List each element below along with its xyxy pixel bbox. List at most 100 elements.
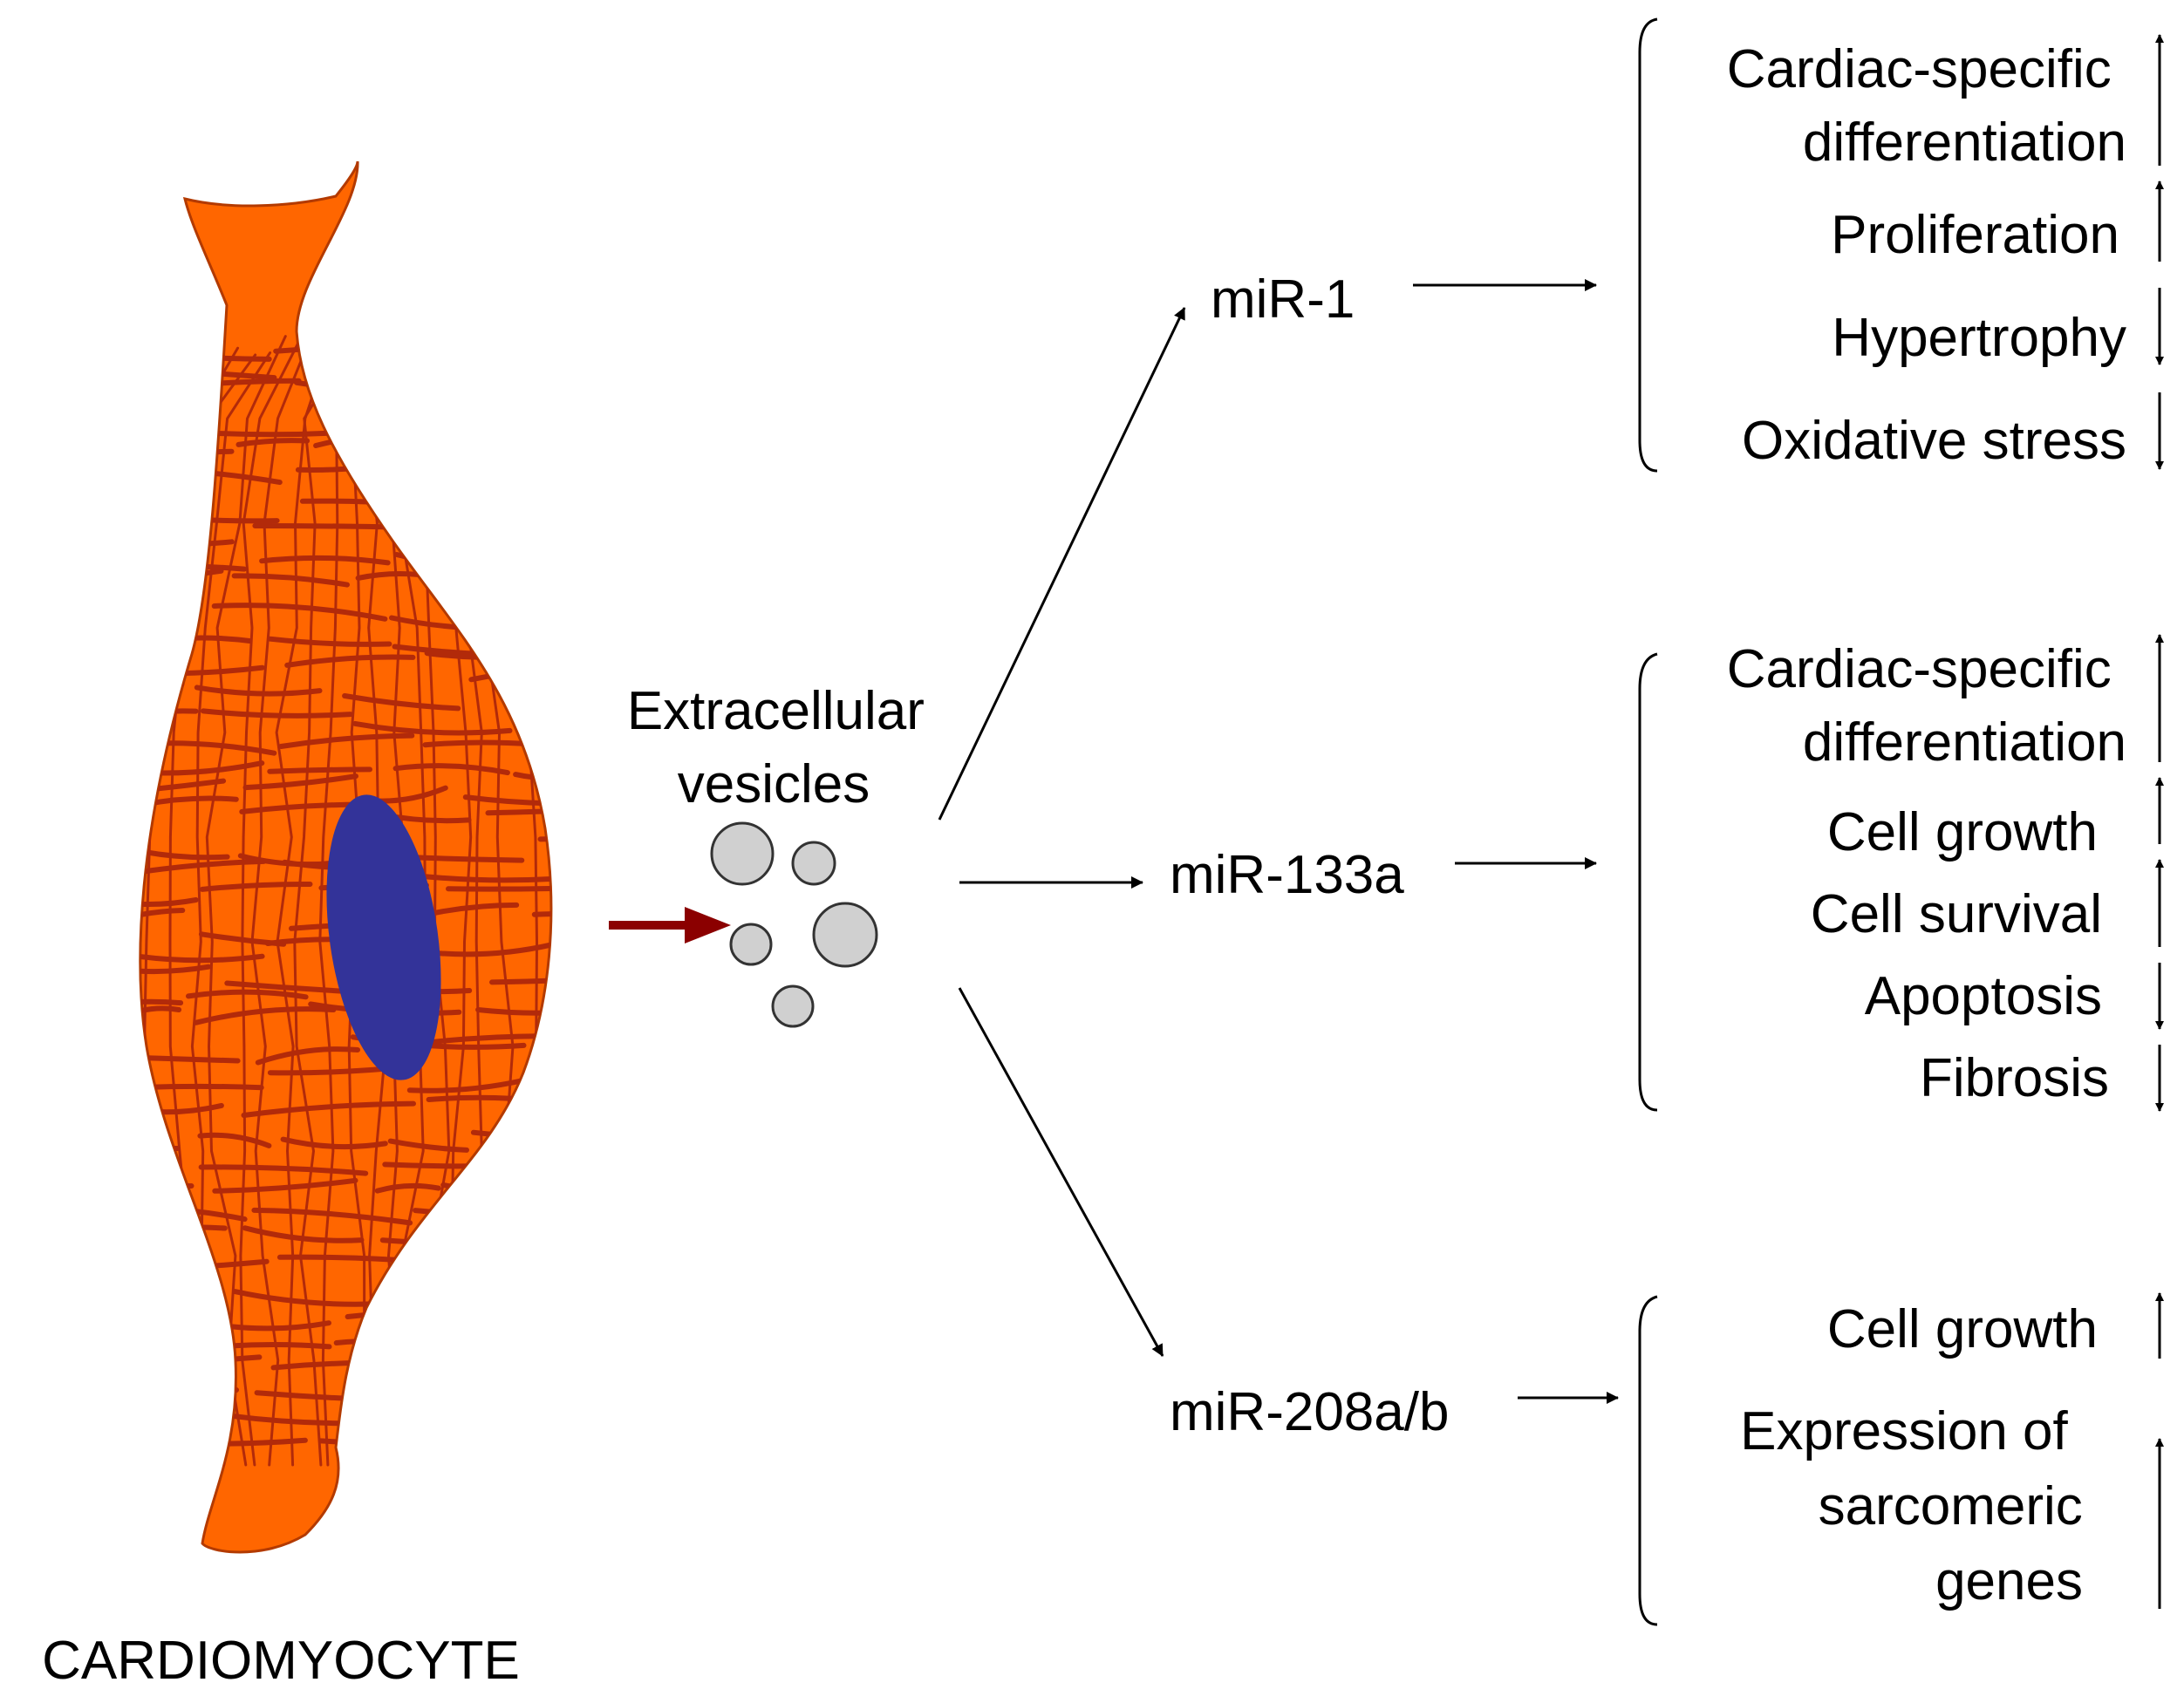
effect-label: Expression of sarcomeric genes [1740, 1401, 2098, 1611]
effects-mir-133a: Cardiac-specific differentiation Cell gr… [1727, 639, 2126, 1108]
sarcomere-fiber [545, 1174, 551, 1189]
sarcomere-fiber [413, 1400, 488, 1410]
effect-label-line: genes [1935, 1551, 2083, 1611]
sarcomere-fiber [211, 1437, 308, 1447]
effect-label: Fibrosis [1920, 1048, 2109, 1108]
sarcomere-fiber [242, 1225, 365, 1243]
vesicle [791, 841, 836, 886]
sarcomere-fiber [541, 1017, 551, 1034]
sarcomere-fiber [413, 1204, 551, 1216]
sarcomere-fiber [140, 998, 184, 1006]
sarcomere-fiber [426, 484, 521, 498]
cell-label: CARDIOMYOCYTE [42, 1631, 520, 1691]
sarcomere-fiber [140, 1183, 195, 1196]
sarcomere-fiber [558, 1332, 672, 1345]
vesicle [771, 984, 815, 1028]
effect-label-line: Expression of [1740, 1401, 2068, 1461]
sarcomere-fiber [186, 989, 309, 1000]
bracket-mir-133a [1638, 652, 1658, 1112]
sarcomere-fiber [317, 1438, 477, 1454]
sarcomere-fiber [270, 1359, 447, 1371]
effect-label: Cardiac-specific differentiation [1727, 639, 2126, 773]
sarcomere-fiber [284, 654, 416, 668]
sarcomere-fiber [140, 1314, 196, 1328]
sarcomere-fiber [201, 708, 353, 719]
sarcomere-fiber [140, 795, 239, 812]
sarcomere-fiber [140, 844, 230, 861]
sarcomere-fiber [140, 1102, 224, 1115]
sarcomere-fiber [418, 533, 546, 541]
sarcomere-fiber [140, 1334, 207, 1348]
effect-label-line: differentiation [1803, 712, 2126, 773]
sarcomere-fiber [411, 873, 551, 883]
nucleus [326, 794, 441, 1080]
sarcomere-fiber [501, 607, 551, 622]
sarcomere-fiber [494, 1399, 551, 1417]
effect-label: Apoptosis [1865, 966, 2102, 1026]
effect-label: Cell growth [1827, 802, 2098, 862]
sarcomere-fiber [235, 438, 311, 447]
effect-label: Proliferation [1831, 205, 2119, 265]
sarcomere-fiber [251, 1207, 413, 1226]
sarcomere-fiber [193, 1006, 337, 1025]
sarcomere-fiber [448, 1366, 551, 1380]
sarcomere-fiber [503, 1280, 551, 1298]
sarcomere-fiber [560, 658, 631, 662]
sarcomere-fiber [382, 1161, 534, 1169]
sarcomere-fiber [531, 911, 551, 929]
sarcomere-fiber [140, 908, 186, 925]
sarcomere-fiber [140, 1054, 241, 1064]
sarcomere-fiber [549, 637, 551, 644]
sarcomere-fiber [140, 404, 181, 421]
effect-label: Cardiac-specific differentiation [1727, 39, 2126, 173]
sarcomere-fiber [293, 341, 352, 1467]
sarcomere-fiber [197, 1132, 272, 1148]
sarcomere-fiber [140, 1384, 239, 1393]
sarcomere-fiber [140, 1155, 182, 1173]
sarcomere-fiber [581, 329, 653, 1465]
sarcomere-fiber [294, 379, 409, 393]
effect-label: Cell survival [1811, 884, 2102, 944]
sarcomere-fiber [140, 951, 265, 964]
sarcomere-fiber [447, 587, 551, 600]
sarcomere-fiber [267, 636, 392, 647]
sarcomere-fiber [485, 804, 551, 816]
sarcomere-fiber [239, 337, 302, 1467]
sarcomere-fiber [255, 1046, 360, 1066]
sarcomere-fiber [440, 1182, 533, 1201]
sarcomere-fiber [259, 555, 391, 566]
vesicle [710, 821, 775, 886]
sarcomere-fiber [588, 1211, 729, 1218]
sarcomere-fiber [241, 1100, 416, 1118]
sarcomere-fiber [462, 1345, 545, 1355]
sarcomere-fiber [486, 1447, 551, 1462]
sarcomere-fiber [542, 1068, 551, 1085]
sarcomere-fiber [529, 472, 551, 488]
sarcomere-fiber [198, 1164, 369, 1176]
sarcomere-fiber [140, 681, 185, 690]
sarcomere-fiber [544, 351, 551, 1467]
sarcomere-fiber [242, 773, 358, 791]
sarcomere-fiber [564, 1108, 694, 1114]
sarcomere-fiber [513, 767, 551, 781]
sarcomere-fiber [212, 1177, 358, 1194]
sarcomere-fiber [199, 881, 313, 892]
sarcomere-fiber [537, 835, 551, 842]
effect-label-line: Cardiac-specific [1727, 639, 2112, 699]
secretion-arrow [609, 907, 731, 943]
effects-mir-1: Cardiac-specific differentiation Prolife… [1727, 39, 2126, 471]
sarcomere-fiber [427, 364, 551, 378]
sarcomere-fiber [590, 1247, 663, 1256]
pathway-arrows [938, 307, 1186, 1357]
sarcomere-fiber [393, 1422, 539, 1436]
sarcomere-fiber [231, 573, 350, 588]
sarcomere-fiber [140, 740, 277, 756]
vesicles-label-line-1: Extracellular [627, 681, 925, 741]
sarcomere-fiber [194, 685, 323, 697]
sarcomere-fiber [140, 1417, 212, 1429]
sarcomere-fiber [559, 501, 711, 513]
sarcomere-fiber [392, 763, 510, 776]
sarcomere-fiber [485, 390, 551, 405]
bracket-mir-208ab [1638, 1295, 1658, 1626]
effect-label: Cell growth [1827, 1299, 2098, 1359]
